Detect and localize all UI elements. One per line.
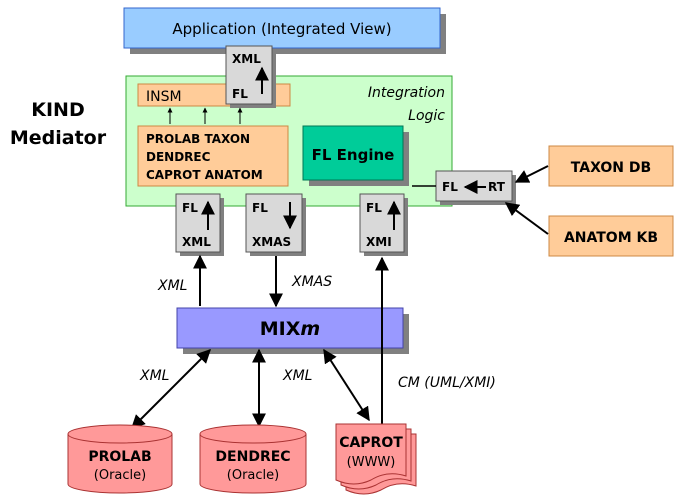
anatom-to-rt-arrow [504,202,549,235]
mixm-prolab-arrow [131,349,211,429]
fl-engine-box: FL Engine [302,125,409,186]
top-converter: XML FL [225,45,276,108]
taxon-db-box: TAXON DB [548,145,674,187]
domain-maps-row3: CAPROT ANATOM [146,168,263,182]
xml-converter-xml: XML [182,235,211,249]
rt-converter: FL RT [435,170,516,205]
caprot-documents: CAPROT (WWW) [335,423,417,495]
mixm-suffix: m [300,318,320,340]
taxon-db-label: TAXON DB [571,160,651,176]
prolab-sub: (Oracle) [94,468,146,483]
xmas-converter: FL XMAS [245,193,306,256]
rt-converter-rt: RT [488,180,506,194]
anatom-kb-box: ANATOM KB [548,215,674,257]
xmi-converter-fl: FL [366,201,382,215]
edge-label-xmas: XMAS [291,274,332,290]
mixm-label: MIX [260,318,301,340]
caprot-name: CAPROT [339,435,403,451]
integration-label: Integration [368,85,445,101]
edge-label-xml-up: XML [157,278,187,294]
xmas-converter-xmas: XMAS [252,235,291,249]
mixm-box: MIXm [176,307,409,354]
taxon-to-rt-arrow [514,165,549,183]
prolab-cylinder: PROLAB (Oracle) [67,424,173,494]
dendrec-sub: (Oracle) [227,468,279,483]
xml-converter: FL XML [175,193,224,256]
xmas-converter-fl: FL [252,201,268,215]
domain-maps-box: PROLAB TAXON DENDREC CAPROT ANATOM [137,107,289,187]
rt-converter-fl: FL [442,180,458,194]
application-label: Application (Integrated View) [172,20,391,38]
xmi-converter: FL XMI [359,193,408,256]
logic-label: Logic [408,108,445,124]
xmi-converter-xmi: XMI [366,235,392,249]
fl-engine-label: FL Engine [312,146,395,164]
dendrec-name: DENDREC [215,449,290,465]
edge-label-xml-right: XML [282,368,312,384]
mixm-caprot-arrow [323,348,370,422]
edge-label-xml-left: XML [139,368,169,384]
mediator-label: Mediator [10,127,107,149]
domain-maps-row2: DENDREC [146,150,211,164]
application-box: Application (Integrated View) [123,7,446,54]
top-converter-xml: XML [232,52,261,66]
svg-text:MIXm: MIXm [260,318,320,340]
prolab-name: PROLAB [88,449,151,465]
top-converter-fl: FL [232,87,248,101]
domain-maps-row1: PROLAB TAXON [146,132,250,146]
anatom-kb-label: ANATOM KB [564,230,658,246]
kind-label: KIND [31,99,84,121]
insm-label: INSM [146,89,182,105]
edge-label-cm: CM (UML/XMI) [398,375,496,391]
dendrec-cylinder: DENDREC (Oracle) [199,424,307,494]
caprot-sub: (WWW) [347,455,396,470]
xml-converter-fl: FL [182,201,198,215]
